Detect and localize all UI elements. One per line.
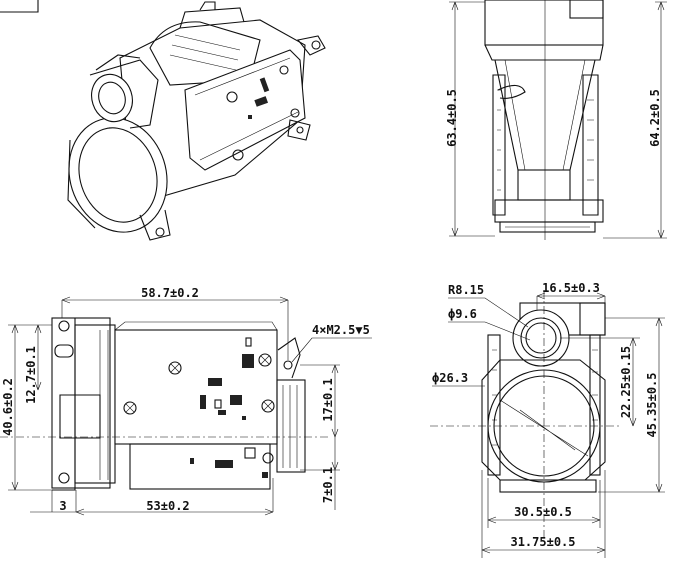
end-dia-large-label: ϕ26.3 — [432, 371, 468, 385]
end-height-total-label: 45.35±0.5 — [645, 372, 659, 437]
end-dia-small-label: ϕ9.6 — [448, 307, 477, 321]
end-height-center-label: 22.25±0.15 — [619, 346, 633, 418]
front-hole-lower-label: 7±0.1 — [321, 467, 335, 503]
front-height-total-label: 40.6±0.2 — [1, 378, 15, 436]
side-height-left-label: 63.4±0.5 — [445, 89, 459, 147]
end-width-inner-label: 30.5±0.5 — [514, 505, 572, 519]
front-width-top-label: 58.7±0.2 — [141, 286, 199, 300]
front-width-bottom-label: 53±0.2 — [146, 499, 189, 513]
isometric-view — [0, 0, 326, 241]
end-view — [430, 290, 665, 558]
front-view — [0, 296, 372, 516]
title-box-corner — [0, 0, 39, 13]
side-height-right-label: 64.2±0.5 — [648, 89, 662, 147]
thread-note-label: 4×M2.5▼5 — [312, 323, 370, 337]
end-width-outer-label: 31.75±0.5 — [510, 535, 575, 549]
front-hole-spacing-label: 17±0.1 — [321, 378, 335, 421]
side-view — [449, 0, 667, 240]
front-height-upper-label: 12.7±0.1 — [24, 346, 38, 404]
end-width-top-label: 16.5±0.3 — [542, 281, 600, 295]
front-offset-label: 3 — [59, 499, 66, 513]
end-radius-label: R8.15 — [448, 283, 484, 297]
